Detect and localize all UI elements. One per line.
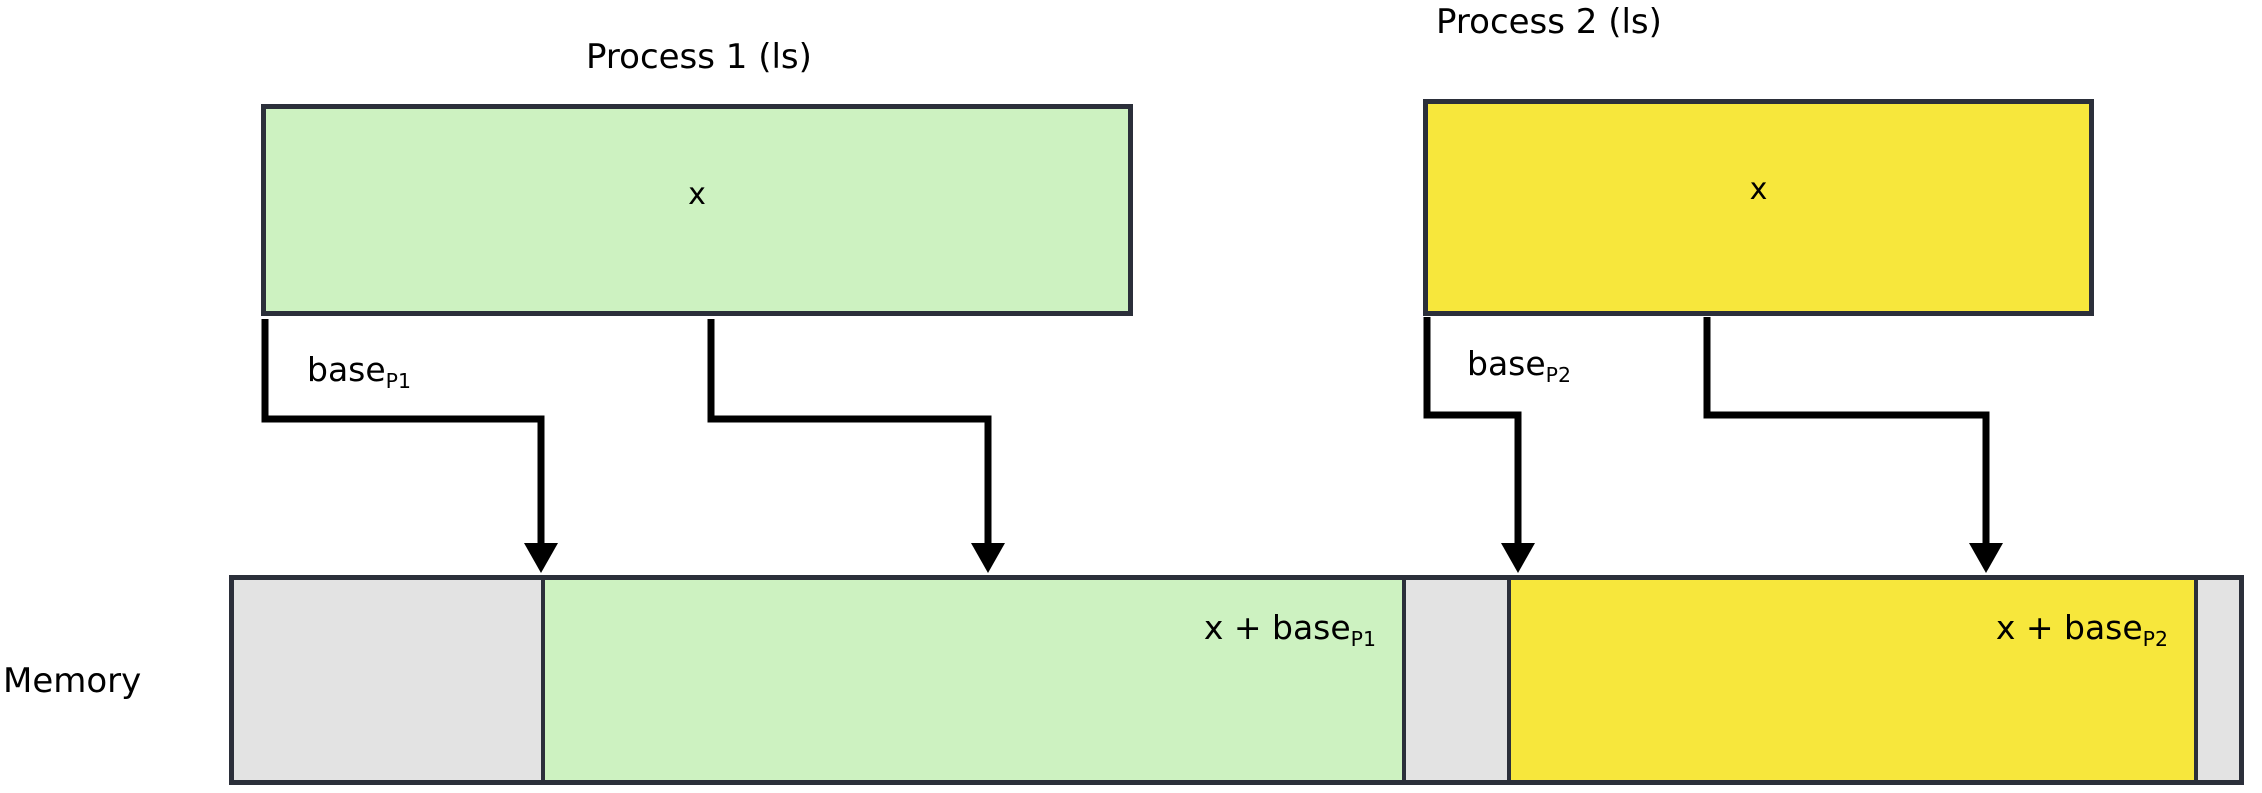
memory-segment-free-middle	[1402, 580, 1507, 780]
base-p1-label-subscript: P1	[385, 368, 411, 393]
process1-address-space-box: x	[261, 104, 1133, 316]
memory-bar: x + baseP1 x + baseP2	[229, 575, 2244, 785]
arrowhead-base-p1	[524, 543, 558, 573]
base-p2-label: baseP2	[1467, 344, 1571, 387]
arrowhead-x-p1	[971, 543, 1005, 573]
base-p2-label-subscript: P2	[1545, 362, 1571, 387]
process1-variable-x-label: x	[688, 177, 706, 212]
arrowhead-x-p2	[1969, 543, 2003, 573]
memory-segment-process1-block: x + baseP1	[541, 580, 1402, 780]
memory-segment-process2-label-text: x + base	[1995, 608, 2143, 647]
memory-segment-free-left	[234, 580, 541, 780]
wire-x-p1	[707, 319, 992, 560]
process2-title: Process 2 (ls)	[1436, 2, 1662, 42]
process2-address-space-box: x	[1423, 99, 2094, 316]
memory-label: Memory	[3, 661, 142, 701]
process2-variable-x-label: x	[1749, 172, 1768, 207]
memory-segment-process2-label-subscript: P2	[2142, 626, 2168, 651]
memory-segment-process2-label: x + baseP2	[1995, 608, 2168, 651]
memory-segment-process1-label-text: x + base	[1203, 608, 1351, 647]
memory-segment-process2-block: x + baseP2	[1507, 580, 2194, 780]
process1-title: Process 1 (ls)	[586, 37, 812, 77]
memory-segment-free-right	[2194, 580, 2239, 780]
arrowhead-base-p2	[1501, 543, 1535, 573]
base-p1-label: baseP1	[307, 350, 411, 393]
wire-x-p2	[1703, 317, 1990, 560]
memory-segment-process1-label: x + baseP1	[1203, 608, 1376, 651]
memory-segment-process1-label-subscript: P1	[1350, 626, 1376, 651]
base-p2-label-text: base	[1467, 344, 1546, 383]
base-p1-label-text: base	[307, 350, 386, 389]
